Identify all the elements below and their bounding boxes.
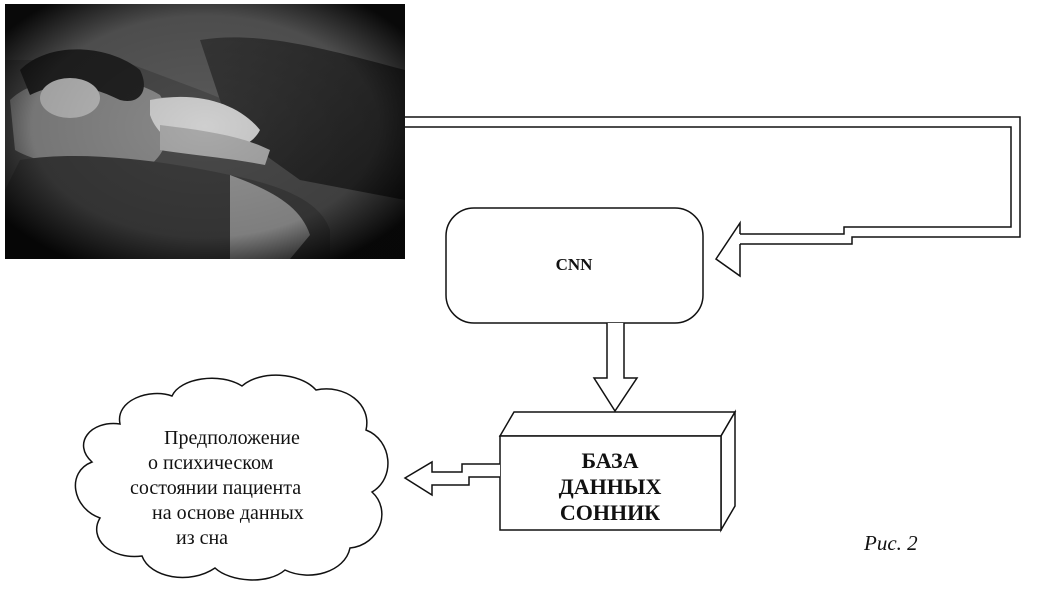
cloud-text-line-1: Предположение bbox=[164, 427, 300, 449]
photo-to-cnn-arrow bbox=[405, 116, 1021, 278]
database-block: БАЗА ДАННЫХ СОННИК bbox=[498, 409, 737, 533]
figure-caption: Рис. 2 bbox=[863, 531, 918, 555]
cnn-to-database-arrow bbox=[592, 323, 639, 413]
cloud-text-line-2: о психическом bbox=[148, 452, 274, 474]
cnn-block: CNN bbox=[445, 207, 704, 324]
database-label-line-1: БАЗА bbox=[581, 448, 638, 473]
database-to-cloud-arrow bbox=[403, 460, 500, 497]
cloud-text-line-5: из сна bbox=[176, 527, 228, 549]
sleeping-person-photo bbox=[5, 4, 405, 259]
cnn-label: CNN bbox=[556, 255, 594, 274]
database-label-line-2: ДАННЫХ bbox=[559, 474, 662, 499]
cloud-text-line-4: на основе данных bbox=[152, 502, 304, 524]
cloud-text-line-3: состоянии пациента bbox=[130, 477, 301, 499]
database-label-line-3: СОННИК bbox=[560, 500, 660, 525]
result-cloud: Предположение о психическом состоянии па… bbox=[74, 374, 389, 581]
